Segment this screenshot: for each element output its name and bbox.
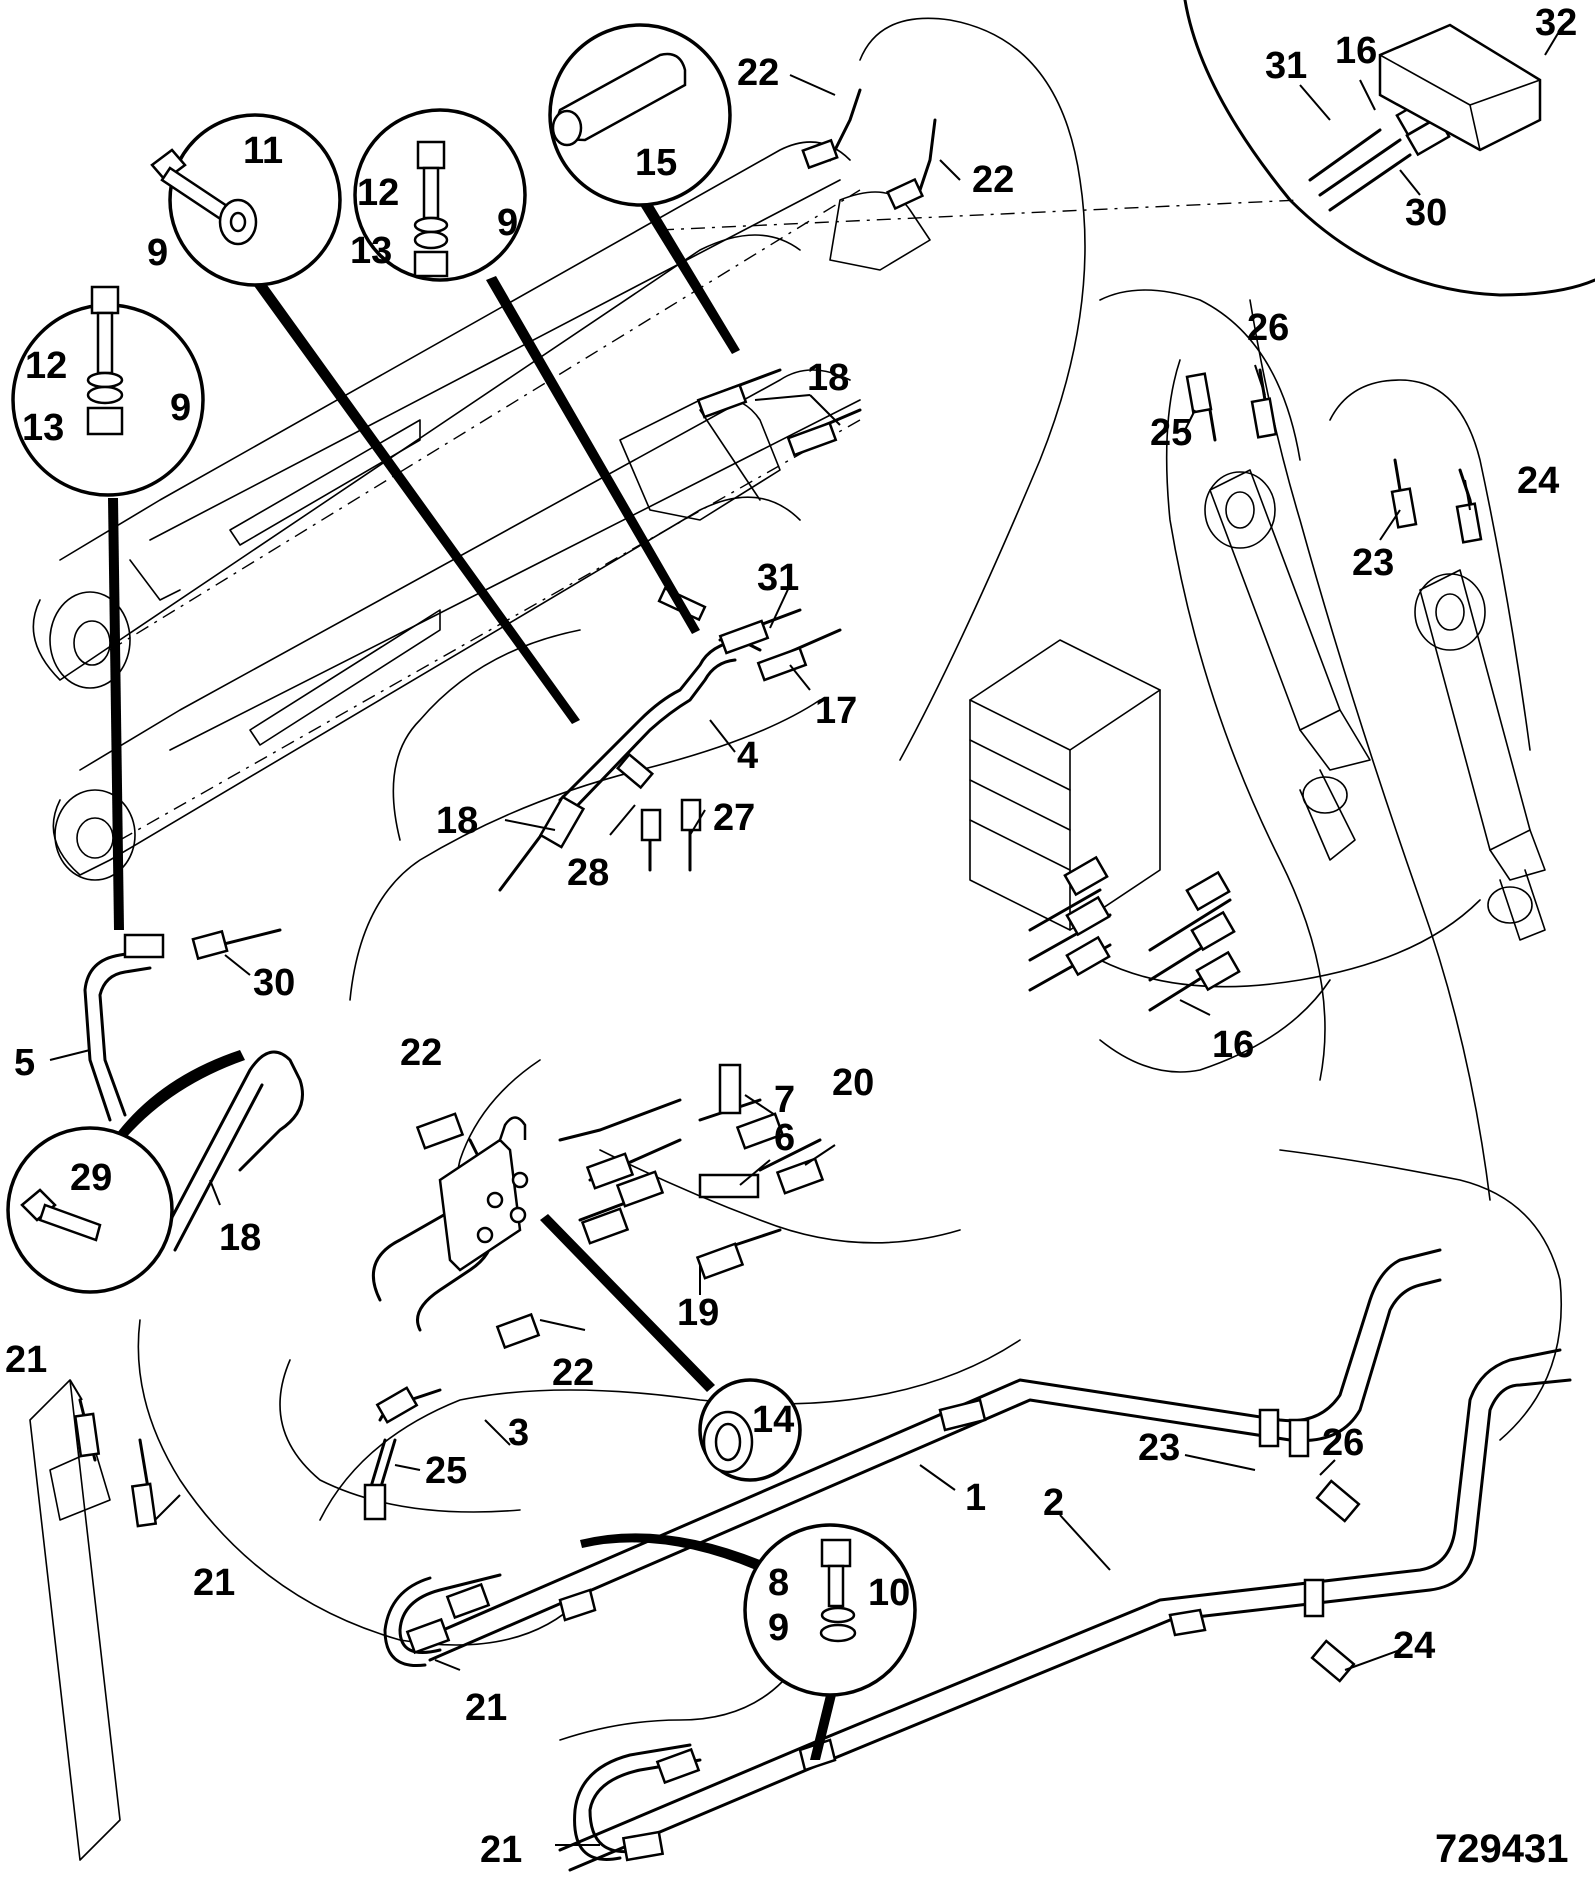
eye-upper [49, 591, 131, 689]
label-3: 3 [508, 1412, 529, 1454]
label-30: 30 [253, 962, 295, 1004]
label-25: 25 [425, 1450, 467, 1492]
label-19: 19 [677, 1292, 719, 1334]
fittings [73, 23, 1542, 1862]
label-32: 32 [1535, 2, 1577, 44]
callout-bolt-12-left: 12 9 13 [11, 285, 205, 497]
label-13: 13 [22, 407, 64, 449]
label-9: 9 [147, 232, 168, 274]
label-22: 22 [972, 159, 1014, 201]
label-30: 30 [1405, 192, 1447, 234]
label-14: 14 [752, 1399, 794, 1441]
leader-lines [49, 29, 1561, 1846]
label-23: 23 [1138, 1427, 1180, 1469]
pipe-1 [418, 1248, 1442, 1642]
label-9: 9 [768, 1607, 789, 1649]
control-valve-block [969, 639, 1161, 931]
right-cylinder-2 [1414, 569, 1546, 941]
label-18: 18 [807, 357, 849, 399]
figure-number: 729431 [1435, 1827, 1568, 1871]
label-31: 31 [757, 557, 799, 599]
label-31: 31 [1265, 45, 1307, 87]
label-18: 18 [219, 1217, 261, 1259]
label-29: 29 [70, 1157, 112, 1199]
label-22: 22 [400, 1032, 442, 1074]
label-9: 9 [170, 387, 191, 429]
boom-cylinder-upper [32, 141, 851, 689]
label-24: 24 [1393, 1625, 1435, 1667]
label-7: 7 [774, 1079, 795, 1121]
label-22: 22 [552, 1352, 594, 1394]
callout-bolt-11: 11 9 [147, 113, 342, 287]
label-8: 8 [768, 1562, 789, 1604]
label-25: 25 [1150, 412, 1192, 454]
label-13: 13 [350, 230, 392, 272]
pipe-2 [558, 1348, 1562, 1852]
label-12: 12 [25, 345, 67, 387]
label-10: 10 [868, 1572, 910, 1614]
label-6: 6 [774, 1117, 795, 1159]
label-16: 16 [1212, 1024, 1254, 1066]
label-1: 1 [965, 1477, 986, 1519]
label-22: 22 [737, 52, 779, 94]
right-cylinder-1 [1204, 469, 1371, 861]
label-21: 21 [480, 1829, 522, 1871]
detail-arc [1183, 0, 1595, 297]
label-11: 11 [243, 130, 283, 172]
callout-bolt-12-top: 12 9 13 [350, 108, 527, 282]
label-27: 27 [713, 797, 755, 839]
label-23: 23 [1352, 542, 1394, 584]
label-2: 2 [1043, 1482, 1064, 1524]
label-12: 12 [357, 172, 399, 214]
label-24: 24 [1517, 460, 1559, 502]
clamp-5 [123, 933, 165, 959]
label-26: 26 [1247, 307, 1289, 349]
label-9: 9 [497, 202, 518, 244]
label-21: 21 [5, 1339, 47, 1381]
callout-bolt-29: 29 [6, 1126, 174, 1294]
label-21: 21 [193, 1562, 235, 1604]
label-4: 4 [737, 735, 758, 777]
label-16: 16 [1335, 30, 1377, 72]
label-17: 17 [815, 690, 857, 732]
valve-32 [1378, 23, 1542, 152]
callout-hose-15: 15 [548, 23, 732, 207]
label-15: 15 [635, 142, 677, 184]
fitting-7 [718, 1063, 742, 1115]
label-21: 21 [465, 1687, 507, 1729]
label-20: 20 [832, 1062, 874, 1104]
callout-bolt-8: 8 9 10 [743, 1523, 917, 1697]
part-labels: 22 22 32 31 16 30 18 31 17 4 27 28 18 30… [5, 2, 1577, 1871]
tee-6 [698, 1173, 760, 1199]
label-18: 18 [436, 800, 478, 842]
mounting-plate [438, 1138, 522, 1272]
label-5: 5 [14, 1042, 35, 1084]
label-28: 28 [567, 852, 609, 894]
pipe-5 [83, 948, 152, 1122]
label-26: 26 [1322, 1422, 1364, 1464]
callout-grommet-14: 14 [698, 1378, 802, 1482]
